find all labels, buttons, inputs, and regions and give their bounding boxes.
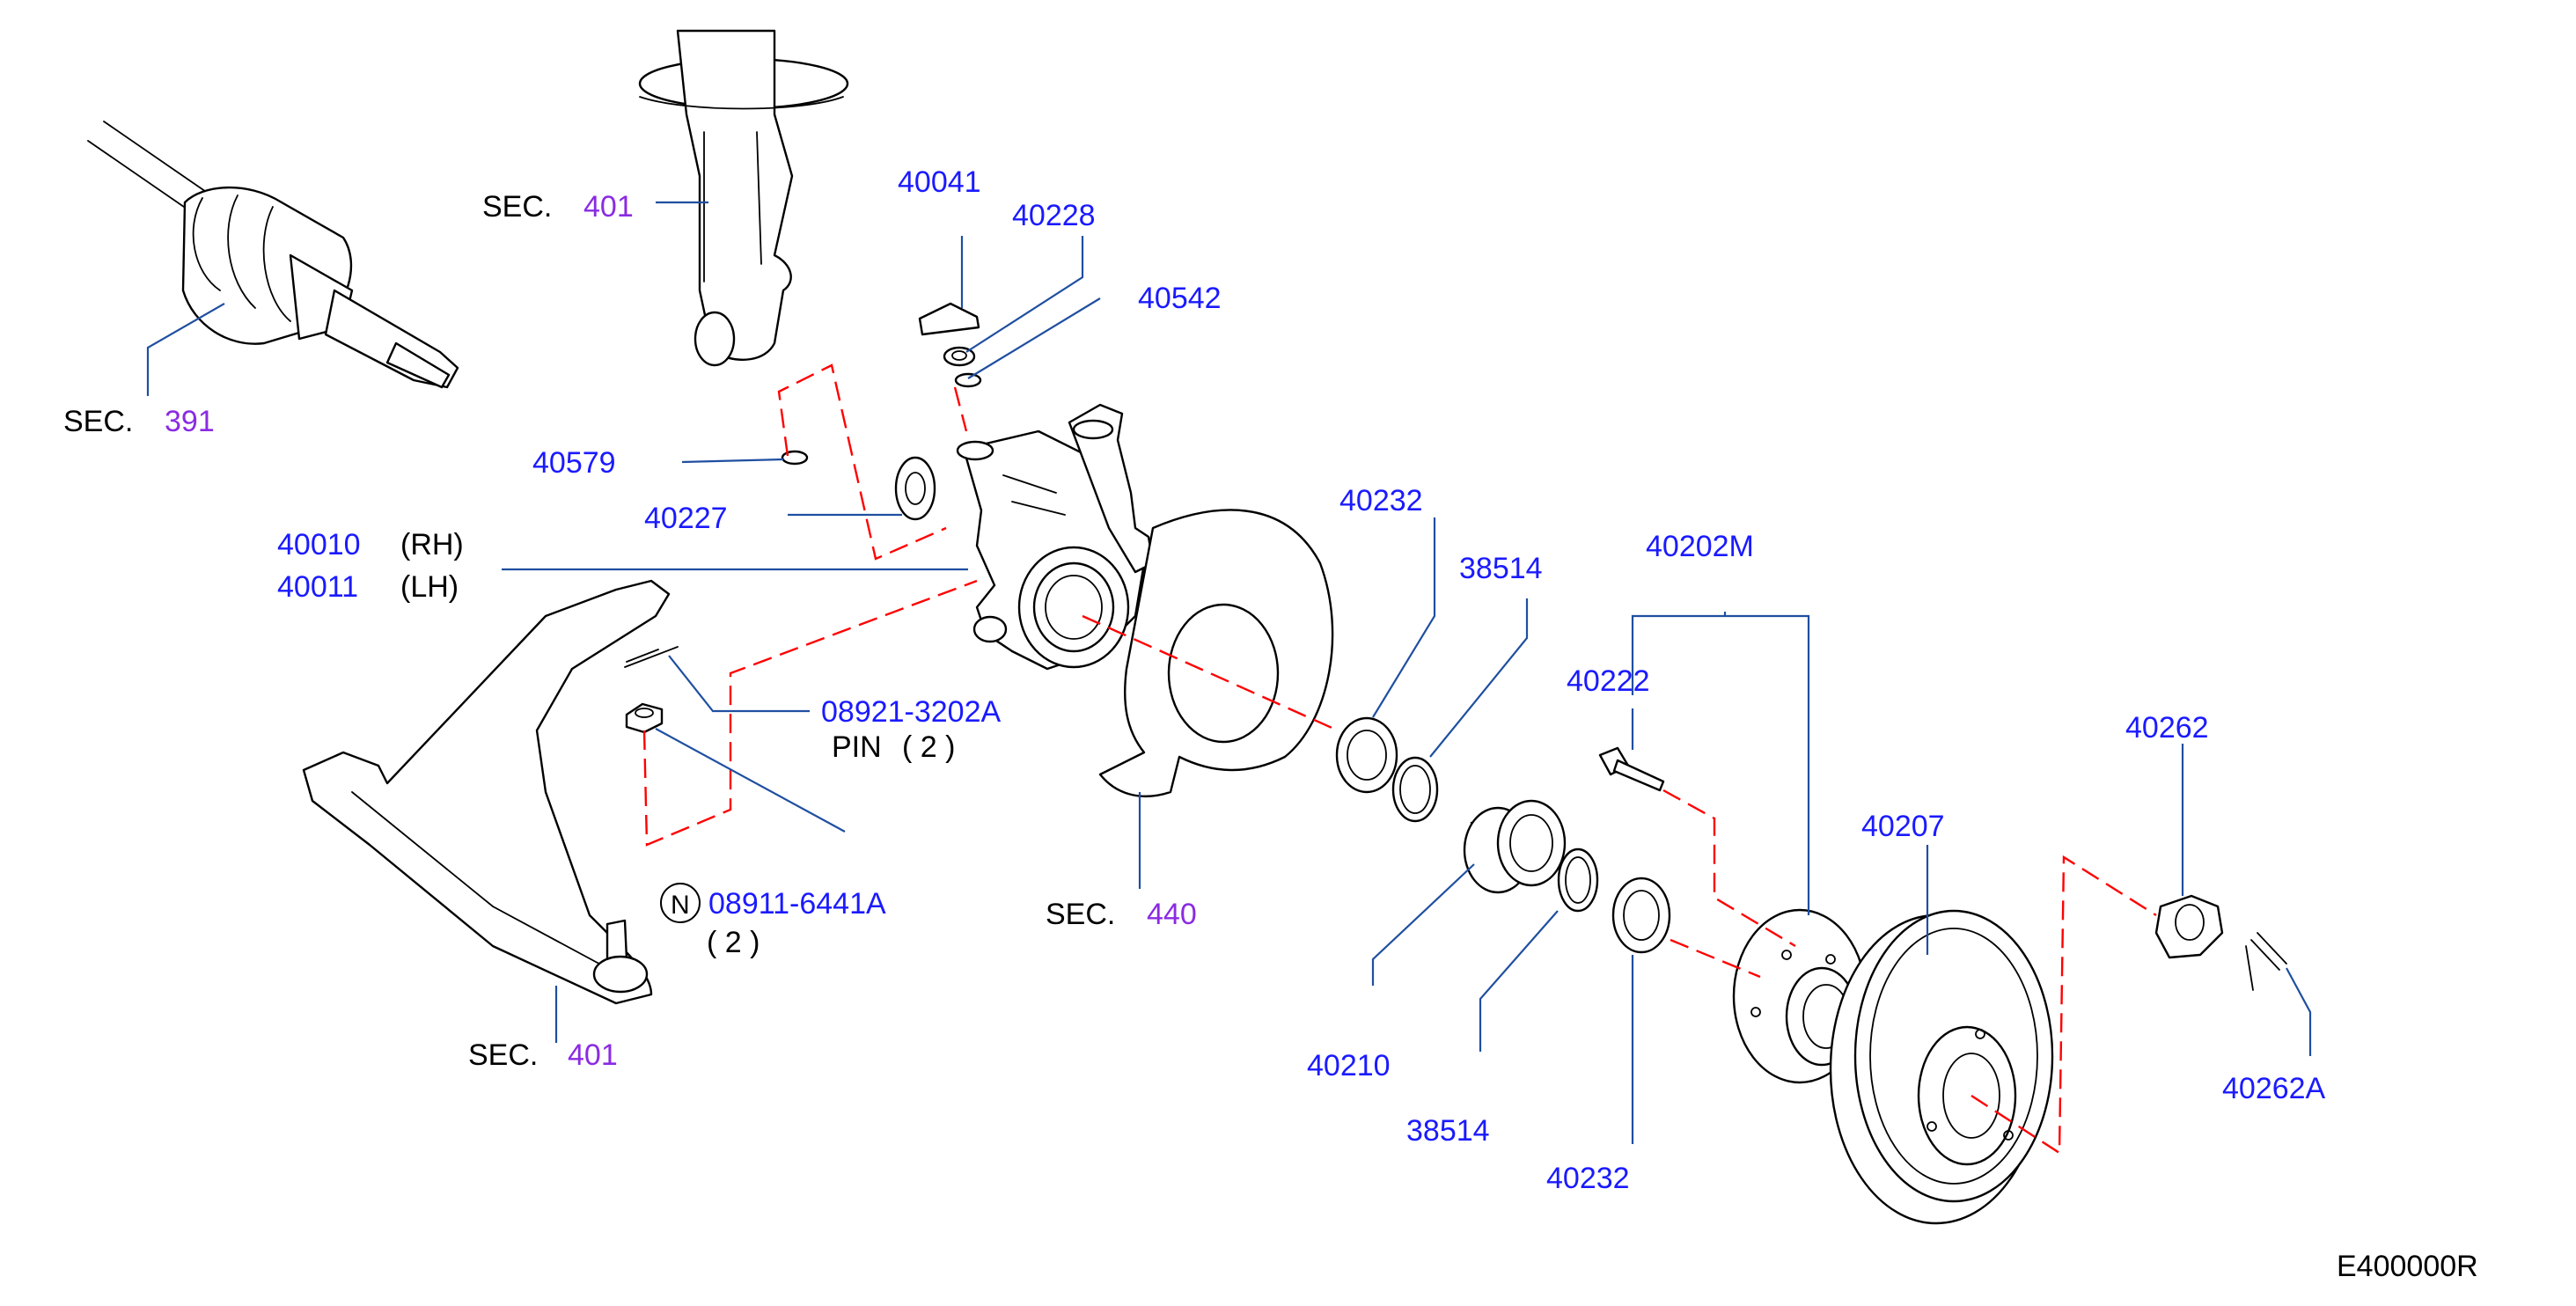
- strut: [638, 29, 849, 367]
- ball-joint: [592, 919, 649, 994]
- steering-knuckle: [956, 403, 1155, 671]
- label-40011-side: (LH): [400, 570, 459, 604]
- sec-number-391: 391: [165, 405, 215, 438]
- label-40579: 40579: [532, 446, 616, 480]
- label-08911-6441A: 08911-6441A: [708, 887, 886, 921]
- sec-label-440: SEC.: [1046, 898, 1115, 931]
- n-mark-label: N: [671, 891, 690, 920]
- label-40222: 40222: [1567, 664, 1650, 698]
- seal-40232-bottom: [1611, 877, 1671, 954]
- sec-label-401-link: SEC.: [468, 1038, 538, 1072]
- assembly-lines: [642, 363, 2157, 1156]
- baffle-plate: [1098, 509, 1334, 798]
- label-40227: 40227: [644, 502, 728, 535]
- seal-40227: [894, 456, 936, 521]
- label-40210: 40210: [1307, 1049, 1391, 1082]
- cotter-pin-08921: [624, 646, 679, 668]
- label-08911-qty: ( 2 ): [707, 926, 760, 959]
- snap-ring-38514-bottom: [1557, 847, 1599, 913]
- label-40010: 40010: [277, 528, 361, 561]
- label-40207: 40207: [1861, 810, 1945, 843]
- pin-label: PIN: [832, 730, 882, 764]
- sec-number-401-link: 401: [568, 1038, 618, 1072]
- cap-40041: [918, 302, 980, 336]
- label-40232-bottom: 40232: [1546, 1162, 1630, 1195]
- label-40542: 40542: [1138, 282, 1222, 315]
- pin-qty: ( 2 ): [902, 730, 955, 764]
- label-40010-side: (RH): [400, 528, 464, 561]
- nut-08911: [625, 702, 664, 734]
- sec-label-401-strut: SEC.: [482, 190, 552, 224]
- sec-number-440: 440: [1147, 898, 1197, 931]
- washer-40542: [954, 372, 982, 388]
- disc-rotor-40207: [1829, 909, 2054, 1225]
- sec-number-401-strut: 401: [583, 190, 634, 224]
- label-38514-bottom: 38514: [1406, 1114, 1490, 1148]
- label-40202M: 40202M: [1646, 530, 1754, 563]
- drive-shaft: [87, 121, 459, 389]
- label-40011: 40011: [277, 570, 358, 604]
- label-40232-top: 40232: [1339, 484, 1423, 517]
- label-08921-3202A: 08921-3202A: [821, 695, 1002, 729]
- n-mark-circle: [660, 883, 701, 923]
- wheel-bearing-40210: [1463, 799, 1567, 894]
- label-40262: 40262: [2125, 711, 2209, 745]
- label-40228: 40228: [1012, 199, 1096, 232]
- hub-nut-40262: [2154, 894, 2224, 959]
- label-40041: 40041: [898, 165, 981, 199]
- snap-ring-38514-top: [1391, 756, 1439, 823]
- washer-40579: [781, 450, 809, 466]
- cotter-pin-40262A: [2245, 932, 2287, 991]
- leader-lines: [146, 201, 2312, 1144]
- hub-bolt-40222: [1598, 746, 1665, 792]
- diagram-code: E400000R: [2337, 1250, 2478, 1283]
- label-38514-top: 38514: [1459, 552, 1543, 585]
- label-40262A: 40262A: [2222, 1072, 2326, 1105]
- seal-40232-top: [1335, 716, 1398, 794]
- sec-label-391: SEC.: [63, 405, 133, 438]
